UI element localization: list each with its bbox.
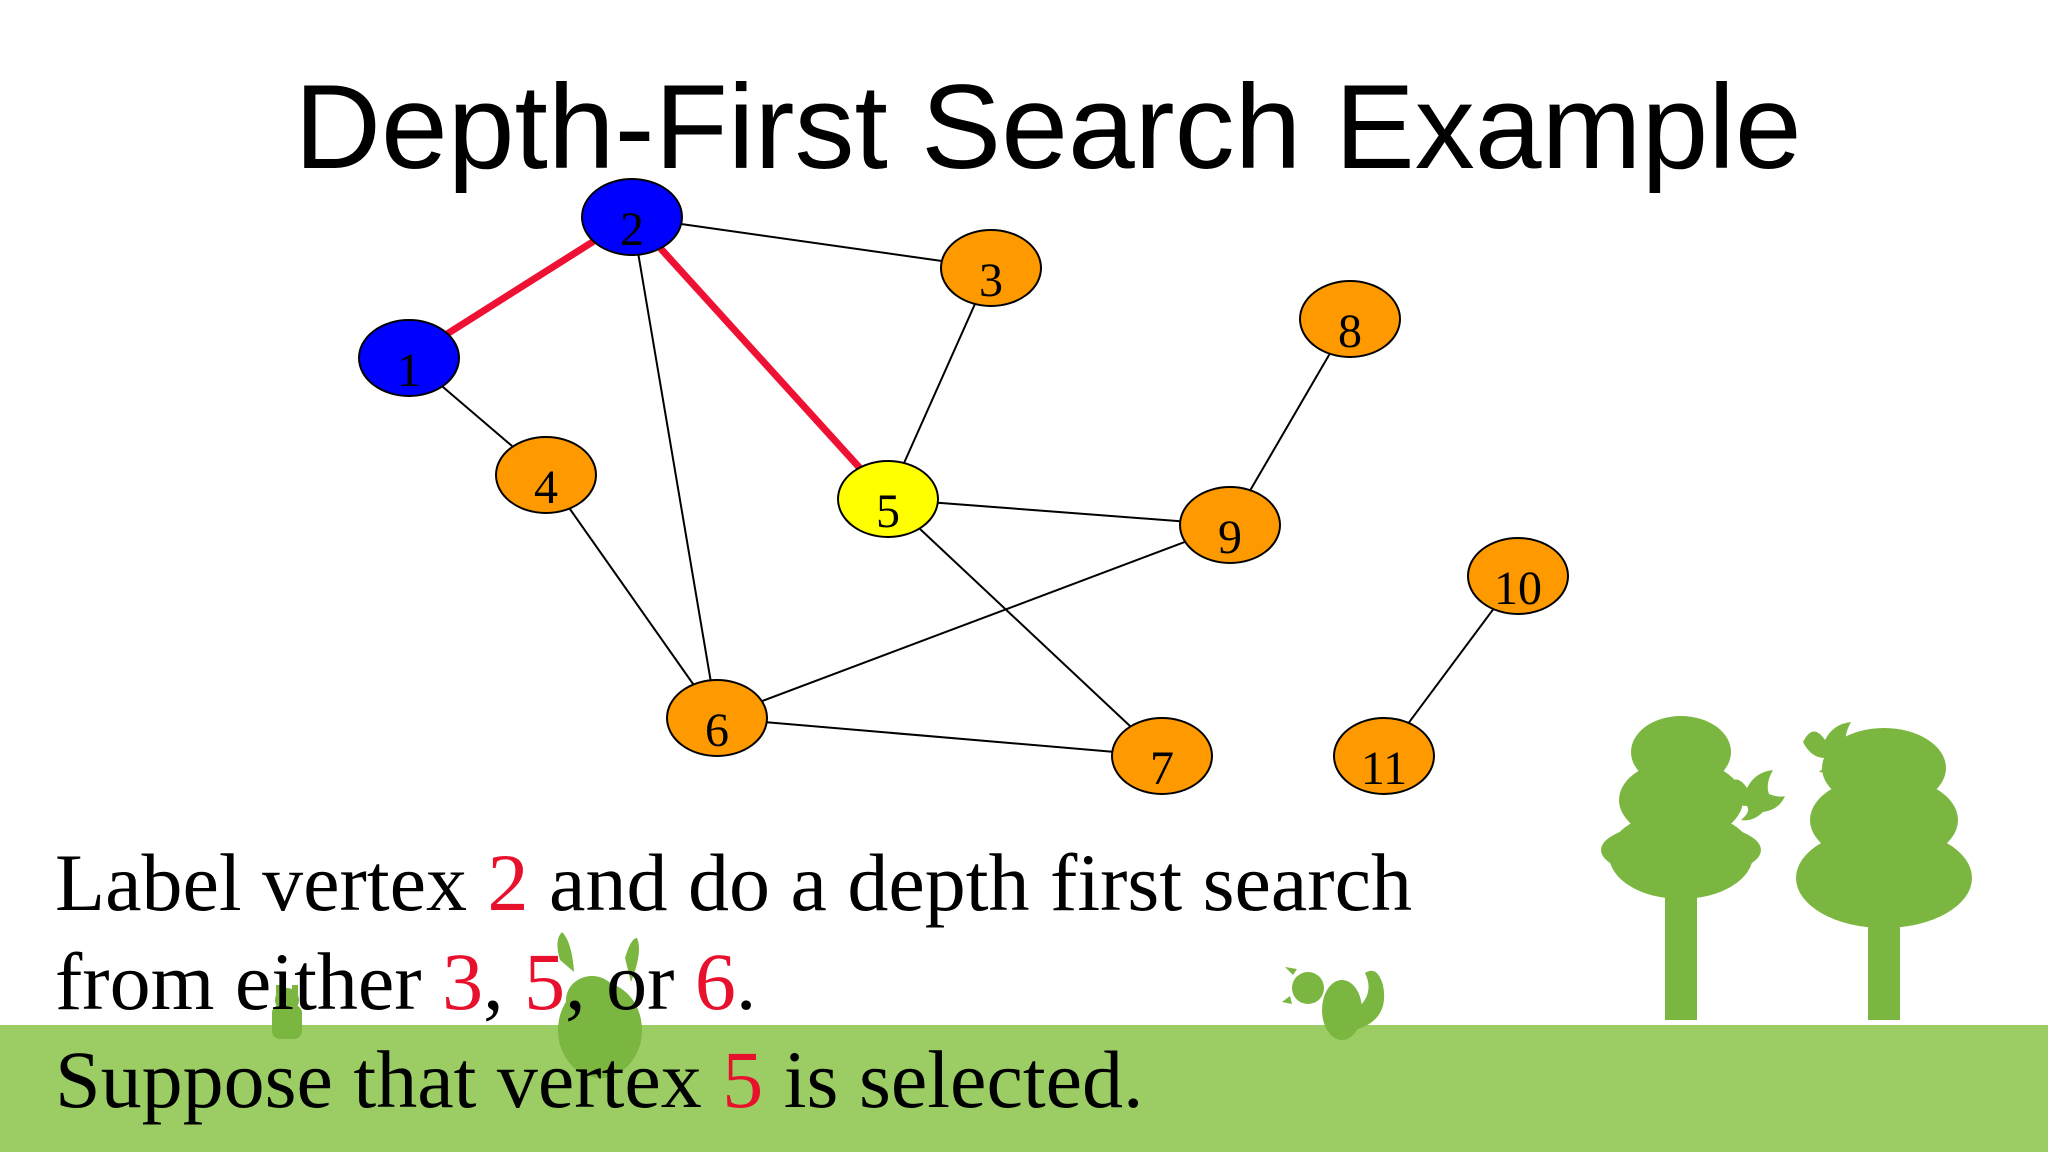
body-text: . bbox=[735, 936, 757, 1027]
slide-title: Depth-First Search Example bbox=[294, 60, 1802, 194]
edge-5-7 bbox=[918, 527, 1132, 728]
rabbit-icon bbox=[557, 932, 642, 1078]
highlight-vertex: 3 bbox=[442, 936, 484, 1027]
edge-1-4 bbox=[441, 385, 514, 448]
highlight-vertex: 5 bbox=[524, 936, 566, 1027]
vertex-8-label: 8 bbox=[1338, 305, 1362, 358]
vertex-5-label: 5 bbox=[876, 485, 900, 538]
body-line-1: Label vertex 2 and do a depth first sear… bbox=[55, 838, 1412, 928]
vertex-6: 6 bbox=[666, 679, 768, 757]
vertex-4-label: 4 bbox=[534, 461, 558, 514]
vertex-9: 9 bbox=[1179, 486, 1281, 564]
edge-5-9 bbox=[937, 501, 1181, 523]
vertex-1: 1 bbox=[358, 319, 460, 397]
vertex-8: 8 bbox=[1299, 280, 1401, 358]
vertex-11: 11 bbox=[1333, 717, 1435, 795]
vertex-8-shape bbox=[1299, 280, 1401, 358]
vertex-9-shape bbox=[1179, 486, 1281, 564]
vertex-4-shape bbox=[495, 436, 597, 514]
tree-right-icon bbox=[1796, 728, 1972, 1020]
edge-8-9 bbox=[1249, 353, 1331, 491]
bird-icon bbox=[1725, 770, 1785, 821]
vertex-4: 4 bbox=[495, 436, 597, 514]
vertex-3: 3 bbox=[940, 229, 1042, 307]
vertex-5: 5 bbox=[837, 460, 939, 538]
vertex-2-shape bbox=[581, 178, 683, 256]
vertex-6-label: 6 bbox=[705, 704, 729, 757]
vertex-1-shape bbox=[358, 319, 460, 397]
highlight-vertex: 2 bbox=[487, 837, 529, 928]
body-text: Suppose that vertex bbox=[55, 1034, 723, 1125]
highlight-vertex: 6 bbox=[694, 936, 736, 1027]
body-text: , or bbox=[565, 936, 695, 1027]
body-text: is selected. bbox=[763, 1034, 1144, 1125]
vertex-11-shape bbox=[1333, 717, 1435, 795]
vertex-9-label: 9 bbox=[1218, 511, 1242, 564]
vertex-7-label: 7 bbox=[1150, 742, 1174, 795]
vertex-10-shape bbox=[1467, 537, 1569, 615]
edge-6-7 bbox=[766, 721, 1113, 753]
vertex-7-shape bbox=[1111, 717, 1213, 795]
edge-2-3 bbox=[681, 222, 942, 263]
body-text: , bbox=[483, 936, 525, 1027]
graph-edges bbox=[441, 222, 1495, 753]
tree-edge-2-5 bbox=[657, 245, 863, 471]
vertex-11-label: 11 bbox=[1361, 742, 1407, 795]
edge-3-5 bbox=[903, 303, 976, 464]
edge-4-6 bbox=[568, 507, 695, 686]
vertex-10: 10 bbox=[1467, 537, 1569, 615]
small-animal-icon bbox=[272, 985, 302, 1039]
vertex-6-shape bbox=[666, 679, 768, 757]
body-text: Label vertex bbox=[55, 837, 488, 928]
edge-2-6 bbox=[637, 254, 712, 681]
body-text: from either bbox=[55, 936, 443, 1027]
vertex-2-label: 2 bbox=[620, 203, 644, 256]
edge-6-9 bbox=[761, 540, 1186, 703]
body-line-2: from either 3, 5, or 6. bbox=[55, 937, 756, 1027]
grass-ground bbox=[0, 1025, 2048, 1152]
vertex-3-shape bbox=[940, 229, 1042, 307]
body-text: and do a depth first search bbox=[528, 837, 1413, 928]
vertex-3-label: 3 bbox=[979, 254, 1003, 307]
edge-10-11 bbox=[1407, 608, 1495, 724]
graph-nodes: 1 2 3 4 5 6 7 8 9 10 11 bbox=[358, 178, 1569, 795]
vertex-1-label: 1 bbox=[397, 344, 421, 397]
tree-left-icon bbox=[1601, 716, 1761, 1020]
vertex-7: 7 bbox=[1111, 717, 1213, 795]
vertex-10-label: 10 bbox=[1494, 562, 1542, 615]
vertex-5-shape bbox=[837, 460, 939, 538]
highlight-vertex: 5 bbox=[722, 1034, 764, 1125]
vertex-2: 2 bbox=[581, 178, 683, 256]
bird-icon bbox=[1803, 722, 1863, 773]
tree-edge-1-2 bbox=[445, 238, 596, 337]
squirrel-icon bbox=[1282, 967, 1385, 1040]
body-line-3: Suppose that vertex 5 is selected. bbox=[55, 1035, 1144, 1125]
